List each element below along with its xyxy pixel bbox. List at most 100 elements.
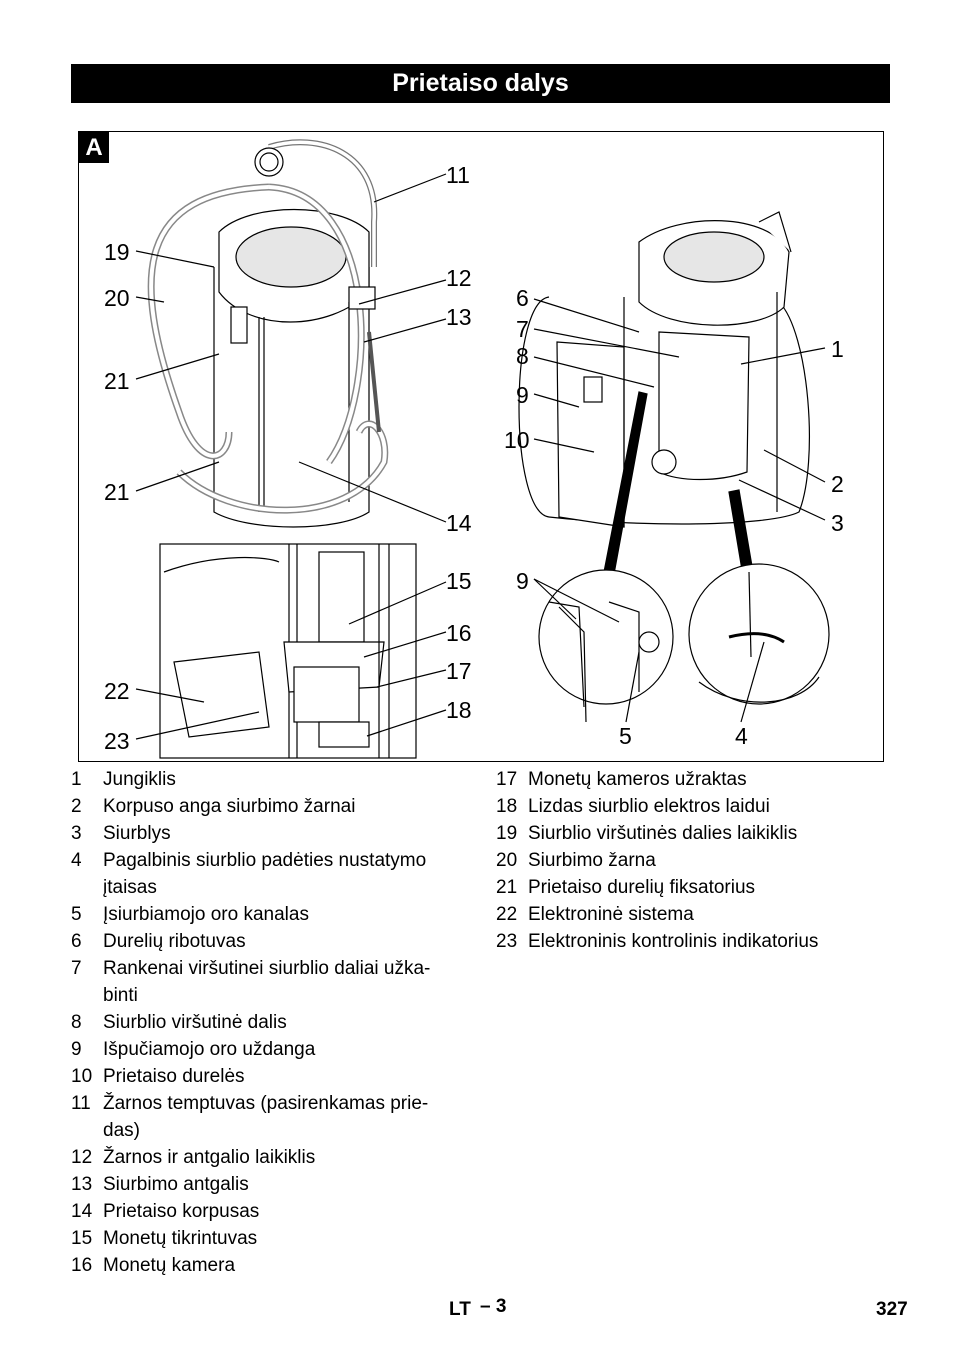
legend-text: Rankenai viršutinei siurblio daliai užka… xyxy=(103,958,431,1006)
legend-text: Jungiklis xyxy=(103,769,176,790)
callout-16: 16 xyxy=(446,620,472,646)
legend-number: 11 xyxy=(71,1093,91,1114)
legend-number: 20 xyxy=(496,850,518,871)
callout-4: 4 xyxy=(735,723,748,749)
callout-11: 11 xyxy=(446,162,470,188)
legend-number: 18 xyxy=(496,796,518,817)
legend-item: 10 Prietaiso durelės xyxy=(71,1063,471,1090)
legend-item: 2 Korpuso anga siurbimo žarnai xyxy=(71,793,471,820)
legend-number: 22 xyxy=(496,904,518,925)
legend-item: 5 Įsiurbiamojo oro kanalas xyxy=(71,901,471,928)
legend-text: Įsiurbiamojo oro kanalas xyxy=(103,904,309,925)
callout-18: 18 xyxy=(446,697,472,723)
callout-23: 23 xyxy=(104,728,130,754)
callout-12: 12 xyxy=(446,265,472,291)
legend-number: 13 xyxy=(71,1174,93,1195)
callout-15: 15 xyxy=(446,568,472,594)
legend-number: 12 xyxy=(71,1147,93,1168)
legend-number: 8 xyxy=(71,1012,82,1033)
legend-number: 19 xyxy=(496,823,518,844)
legend-number: 3 xyxy=(71,823,82,844)
callout-1: 1 xyxy=(831,336,844,362)
legend-text: Monetų kameros užraktas xyxy=(528,769,747,790)
legend-text: Monetų kamera xyxy=(103,1255,236,1276)
legend-item: 6 Durelių ribotuvas xyxy=(71,928,471,955)
callout-21b: 21 xyxy=(104,479,130,505)
callout-22: 22 xyxy=(104,678,130,704)
legend-number: 9 xyxy=(71,1039,82,1060)
legend-text: Korpuso anga siurbimo žarnai xyxy=(103,796,356,817)
callout-9: 9 xyxy=(516,382,529,408)
legend-text: Elektroninė sistema xyxy=(528,904,694,925)
legend-number: 16 xyxy=(71,1255,93,1276)
legend-item: 16 Monetų kamera xyxy=(71,1252,471,1279)
legend-number: 23 xyxy=(496,931,518,952)
callout-3: 3 xyxy=(831,510,844,536)
callout-19: 19 xyxy=(104,239,130,265)
legend-item: 18 Lizdas siurblio elektros laidui xyxy=(496,793,896,820)
legend-item: 14 Prietaiso korpusas xyxy=(71,1198,471,1225)
legend-text: Durelių ribotuvas xyxy=(103,931,246,952)
legend-item: 3 Siurblys xyxy=(71,820,471,847)
legend-item: 20 Siurbimo žarna xyxy=(496,847,896,874)
legend-left: 1 Jungiklis 2 Korpuso anga siurbimo žarnai 3… xyxy=(71,766,471,1279)
callout-13: 13 xyxy=(446,304,472,330)
legend-number: 10 xyxy=(71,1066,93,1087)
callout-20: 20 xyxy=(104,285,130,311)
legend-item: 23 Elektroninis kontrolinis indikatorius xyxy=(496,928,896,955)
legend-number: 15 xyxy=(71,1228,93,1249)
legend-item: 17 Monetų kameros užraktas xyxy=(496,766,896,793)
legend-item: 22 Elektroninė sistema xyxy=(496,901,896,928)
legend-text: Pagalbinis siurblio padėties nustatymo į… xyxy=(103,850,427,898)
legend-number: 6 xyxy=(71,931,82,952)
legend-text: Žarnos temptuvas (pasirenkamas prie-das) xyxy=(103,1093,429,1141)
legend-number: 14 xyxy=(71,1201,93,1222)
legend-text: Monetų tikrintuvas xyxy=(103,1228,258,1249)
footer-language: LT xyxy=(449,1299,471,1320)
callout-8: 8 xyxy=(516,343,529,369)
figure-badge: A xyxy=(79,132,109,163)
callout-9b: 9 xyxy=(516,568,529,594)
legend-number: 4 xyxy=(71,850,82,871)
legend-text: Prietaiso durelės xyxy=(103,1066,245,1087)
callout-7: 7 xyxy=(516,316,529,342)
callout-10: 10 xyxy=(504,427,530,453)
legend-item: 9 Išpučiamojo oro uždanga xyxy=(71,1036,471,1063)
legend-item: 11 Žarnos temptuvas (pasirenkamas prie-da… xyxy=(71,1090,471,1144)
legend-text: Siurblys xyxy=(103,823,171,844)
parts-illustration xyxy=(135,139,830,759)
callout-5: 5 xyxy=(619,723,632,749)
legend-text: Siurbimo žarna xyxy=(528,850,656,871)
legend-number: 2 xyxy=(71,796,82,817)
legend-number: 5 xyxy=(71,904,82,925)
legend-item: 21 Prietaiso durelių fiksatorius xyxy=(496,874,896,901)
legend-item: 7 Rankenai viršutinei siurblio daliai užk… xyxy=(71,955,471,1009)
legend-number: 21 xyxy=(496,877,518,898)
legend-text: Elektroninis kontrolinis indikatorius xyxy=(528,931,819,952)
legend-text: Siurblio viršutinės dalies laikiklis xyxy=(528,823,798,844)
legend-text: Išpučiamojo oro uždanga xyxy=(103,1039,316,1060)
legend-item: 1 Jungiklis xyxy=(71,766,471,793)
parts-figure: A 11 19 12 20 13 6 7 1 8 9 21 10 21 2 14… xyxy=(78,131,884,762)
legend-right: 17 Monetų kameros užraktas 18 Lizdas siurbl… xyxy=(496,766,896,955)
legend-text: Prietaiso durelių fiksatorius xyxy=(528,877,756,898)
legend-text: Prietaiso korpusas xyxy=(103,1201,260,1222)
callout-21a: 21 xyxy=(104,368,130,394)
legend-item: 13 Siurbimo antgalis xyxy=(71,1171,471,1198)
footer-page-label: – 3 xyxy=(480,1296,507,1317)
legend-number: 7 xyxy=(71,958,82,979)
legend-text: Lizdas siurblio elektros laidui xyxy=(528,796,770,817)
page-title: Prietaiso dalys xyxy=(71,64,890,103)
legend-text: Siurblio viršutinė dalis xyxy=(103,1012,287,1033)
legend-text: Siurbimo antgalis xyxy=(103,1174,249,1195)
legend-text: Žarnos ir antgalio laikiklis xyxy=(103,1147,316,1168)
callout-17: 17 xyxy=(446,658,472,684)
callout-6: 6 xyxy=(516,285,529,311)
legend-item: 4 Pagalbinis siurblio padėties nustatymo … xyxy=(71,847,471,901)
callout-14: 14 xyxy=(446,510,472,536)
legend-number: 1 xyxy=(71,769,82,790)
legend-item: 8 Siurblio viršutinė dalis xyxy=(71,1009,471,1036)
callout-2: 2 xyxy=(831,471,844,497)
legend-number: 17 xyxy=(496,769,518,790)
legend-item: 12 Žarnos ir antgalio laikiklis xyxy=(71,1144,471,1171)
